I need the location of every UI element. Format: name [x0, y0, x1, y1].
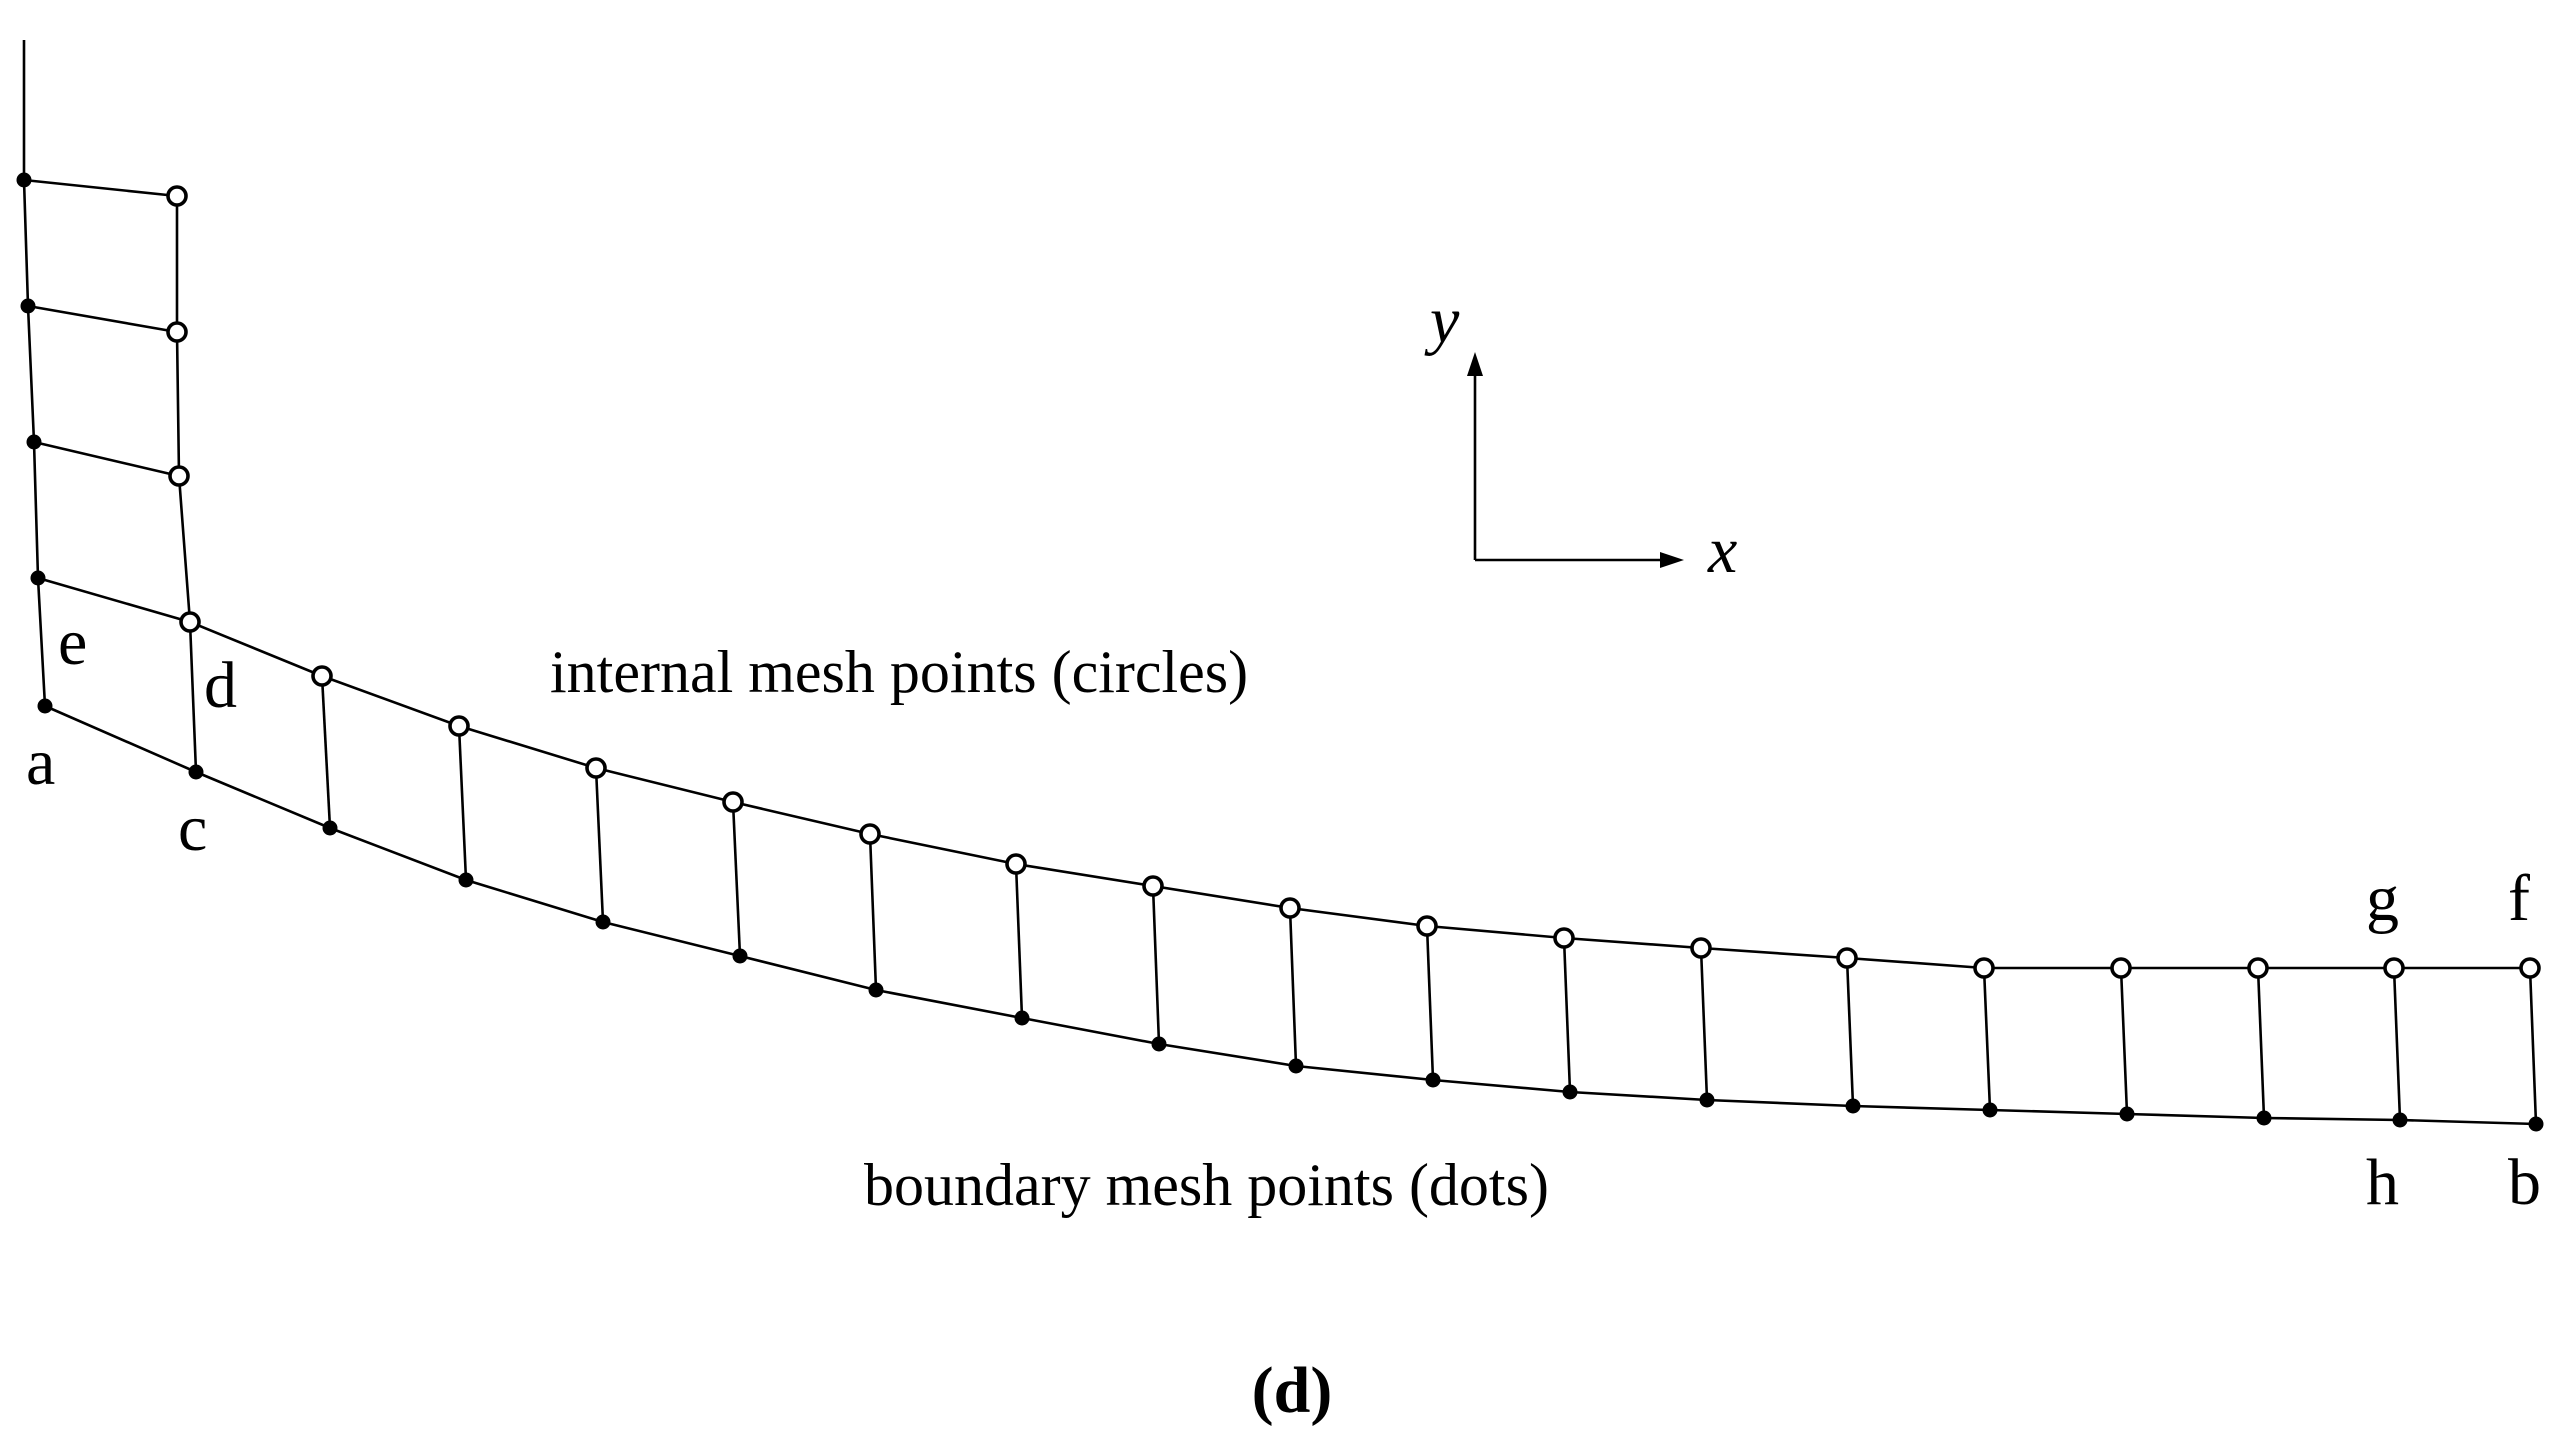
- internal-circle: [311, 665, 333, 687]
- internal-circle: [166, 321, 188, 343]
- label-c: c: [178, 792, 207, 865]
- mesh-points: [16, 172, 2544, 1132]
- y-axis-label: y: [1424, 284, 1460, 357]
- left-rung-3: [33, 440, 180, 478]
- boundary-dot: [1288, 1058, 1304, 1074]
- boundary-dot: [732, 948, 748, 964]
- boundary-dot: [1845, 1098, 1861, 1114]
- bottom-rung: [594, 767, 605, 923]
- bottom-rung: [457, 725, 468, 881]
- left-boundary-wall: [22, 40, 47, 707]
- bottom-rung: [320, 675, 332, 829]
- bottom-rung: [1699, 947, 1709, 1101]
- boundary-dot: [188, 764, 204, 780]
- internal-circle: [1416, 915, 1438, 937]
- boundary-dot: [1982, 1102, 1998, 1118]
- internal-circle: [859, 823, 881, 845]
- bottom-rung: [188, 621, 198, 773]
- bottom-rung: [1562, 937, 1572, 1093]
- x-axis-label: x: [1707, 514, 1737, 587]
- label-e: e: [58, 606, 87, 679]
- coordinate-axes: y x: [1424, 284, 1737, 587]
- internal-points-caption: internal mesh points (circles): [550, 639, 1248, 705]
- boundary-dot: [2119, 1106, 2135, 1122]
- boundary-points-caption: boundary mesh points (dots): [864, 1152, 1549, 1218]
- boundary-dot: [1699, 1092, 1715, 1108]
- label-f: f: [2508, 862, 2530, 935]
- label-h: h: [2366, 1146, 2399, 1219]
- bottom-rung: [731, 801, 742, 957]
- bottom-rung: [868, 833, 878, 991]
- internal-circle: [722, 791, 744, 813]
- internal-circle: [448, 715, 470, 737]
- internal-circle: [585, 757, 607, 779]
- boundary-dot: [1425, 1072, 1441, 1088]
- internal-circle: [2519, 957, 2541, 979]
- left-rung-1: [23, 178, 178, 198]
- internal-circle: [166, 185, 188, 207]
- bottom-rung: [2392, 967, 2402, 1121]
- boundary-dot: [1014, 1010, 1030, 1026]
- bottom-rung: [2528, 967, 2538, 1125]
- left-rung-e-d: [37, 576, 191, 624]
- boundary-dot: [1151, 1036, 1167, 1052]
- boundary-dot: [1562, 1084, 1578, 1100]
- internal-circle: [1690, 937, 1712, 959]
- boundary-dot: [26, 434, 42, 450]
- label-g: g: [2366, 862, 2399, 935]
- boundary-dot: [30, 570, 46, 586]
- boundary-dot: [2528, 1116, 2544, 1132]
- label-b: b: [2508, 1146, 2541, 1219]
- internal-circle: [2110, 957, 2132, 979]
- internal-circle: [2383, 957, 2405, 979]
- x-axis-arrowhead: [1660, 552, 1684, 568]
- internal-circle: [1836, 947, 1858, 969]
- boundary-dot: [868, 982, 884, 998]
- internal-circle: [1005, 853, 1027, 875]
- internal-circle: [1973, 957, 1995, 979]
- bottom-rung: [1982, 967, 1992, 1111]
- boundary-dot: [16, 172, 32, 188]
- boundary-dot: [322, 820, 338, 836]
- boundary-dot: [458, 872, 474, 888]
- internal-circle: [2247, 957, 2269, 979]
- bottom-rung: [1425, 925, 1435, 1081]
- panel-label: (d): [1252, 1354, 1333, 1427]
- internal-circle: [168, 465, 190, 487]
- point-labels: a e d c g f h b: [26, 606, 2541, 1219]
- mesh-grid: [22, 40, 2538, 1126]
- bottom-rung: [1014, 863, 1024, 1019]
- label-a: a: [26, 726, 55, 799]
- bottom-rung: [1288, 907, 1298, 1067]
- internal-circle: [1279, 897, 1301, 919]
- boundary-dot: [2256, 1110, 2272, 1126]
- internal-mesh-curve: [175, 196, 2530, 970]
- left-rung-2: [27, 304, 178, 334]
- boundary-dot: [20, 298, 36, 314]
- boundary-dot: [2392, 1112, 2408, 1128]
- bottom-rung: [1151, 885, 1161, 1045]
- bottom-rung: [2119, 967, 2129, 1115]
- internal-circle: [179, 611, 201, 633]
- internal-circle: [1142, 875, 1164, 897]
- bottom-rung: [2256, 967, 2266, 1119]
- internal-circle: [1553, 927, 1575, 949]
- boundary-dot: [595, 914, 611, 930]
- boundary-dot: [37, 698, 53, 714]
- label-d: d: [204, 649, 237, 722]
- bottom-rung: [1845, 957, 1855, 1107]
- y-axis-arrowhead: [1467, 352, 1483, 376]
